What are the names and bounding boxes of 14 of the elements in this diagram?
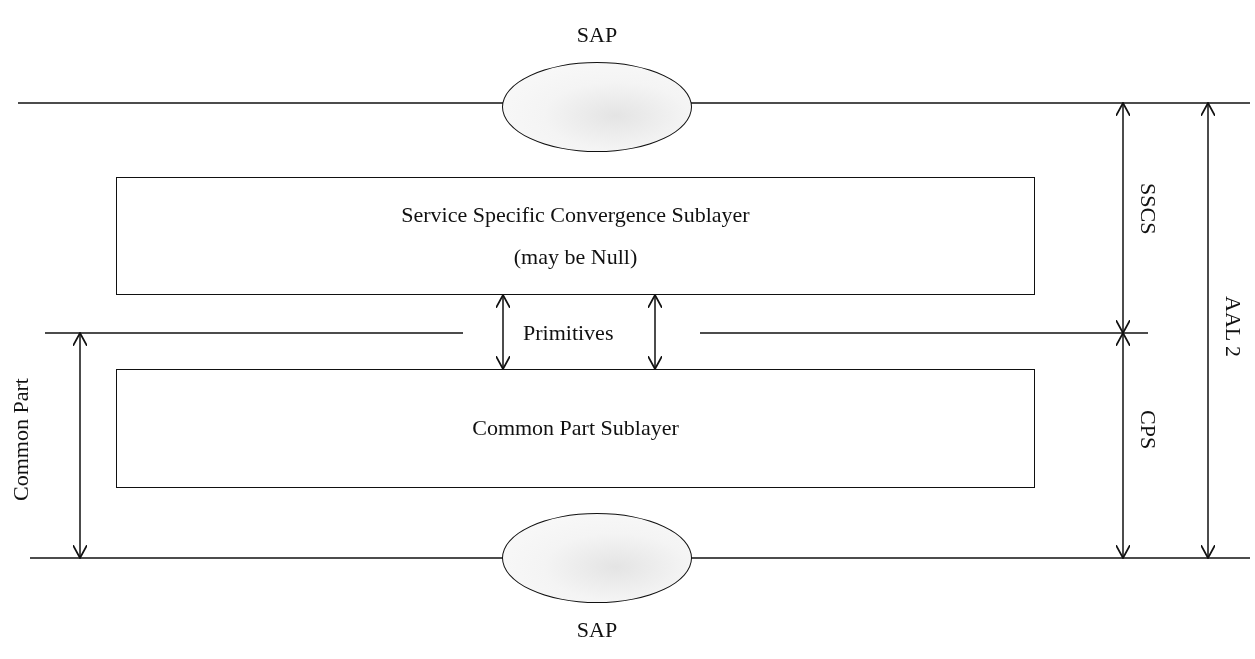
sublayer-label: (may be Null) [513, 244, 638, 271]
sap-label: SAP [576, 617, 618, 644]
sublayer-box [116, 369, 1035, 488]
sublayer-box [116, 177, 1035, 295]
sublayer-label: Common Part Sublayer [472, 415, 679, 442]
primitives-label: Primitives [523, 320, 614, 346]
dimension-label: SSCS [1136, 183, 1162, 235]
dimension-label: CPS [1136, 410, 1162, 450]
dimension-label: AAL 2 [1221, 296, 1247, 357]
sublayer-label: Service Specific Convergence Sublayer [401, 201, 750, 228]
double-arrow [495, 294, 511, 370]
double-arrow [647, 294, 663, 370]
sap-label: SAP [576, 22, 618, 49]
dimension-label: Common Part [8, 377, 34, 504]
